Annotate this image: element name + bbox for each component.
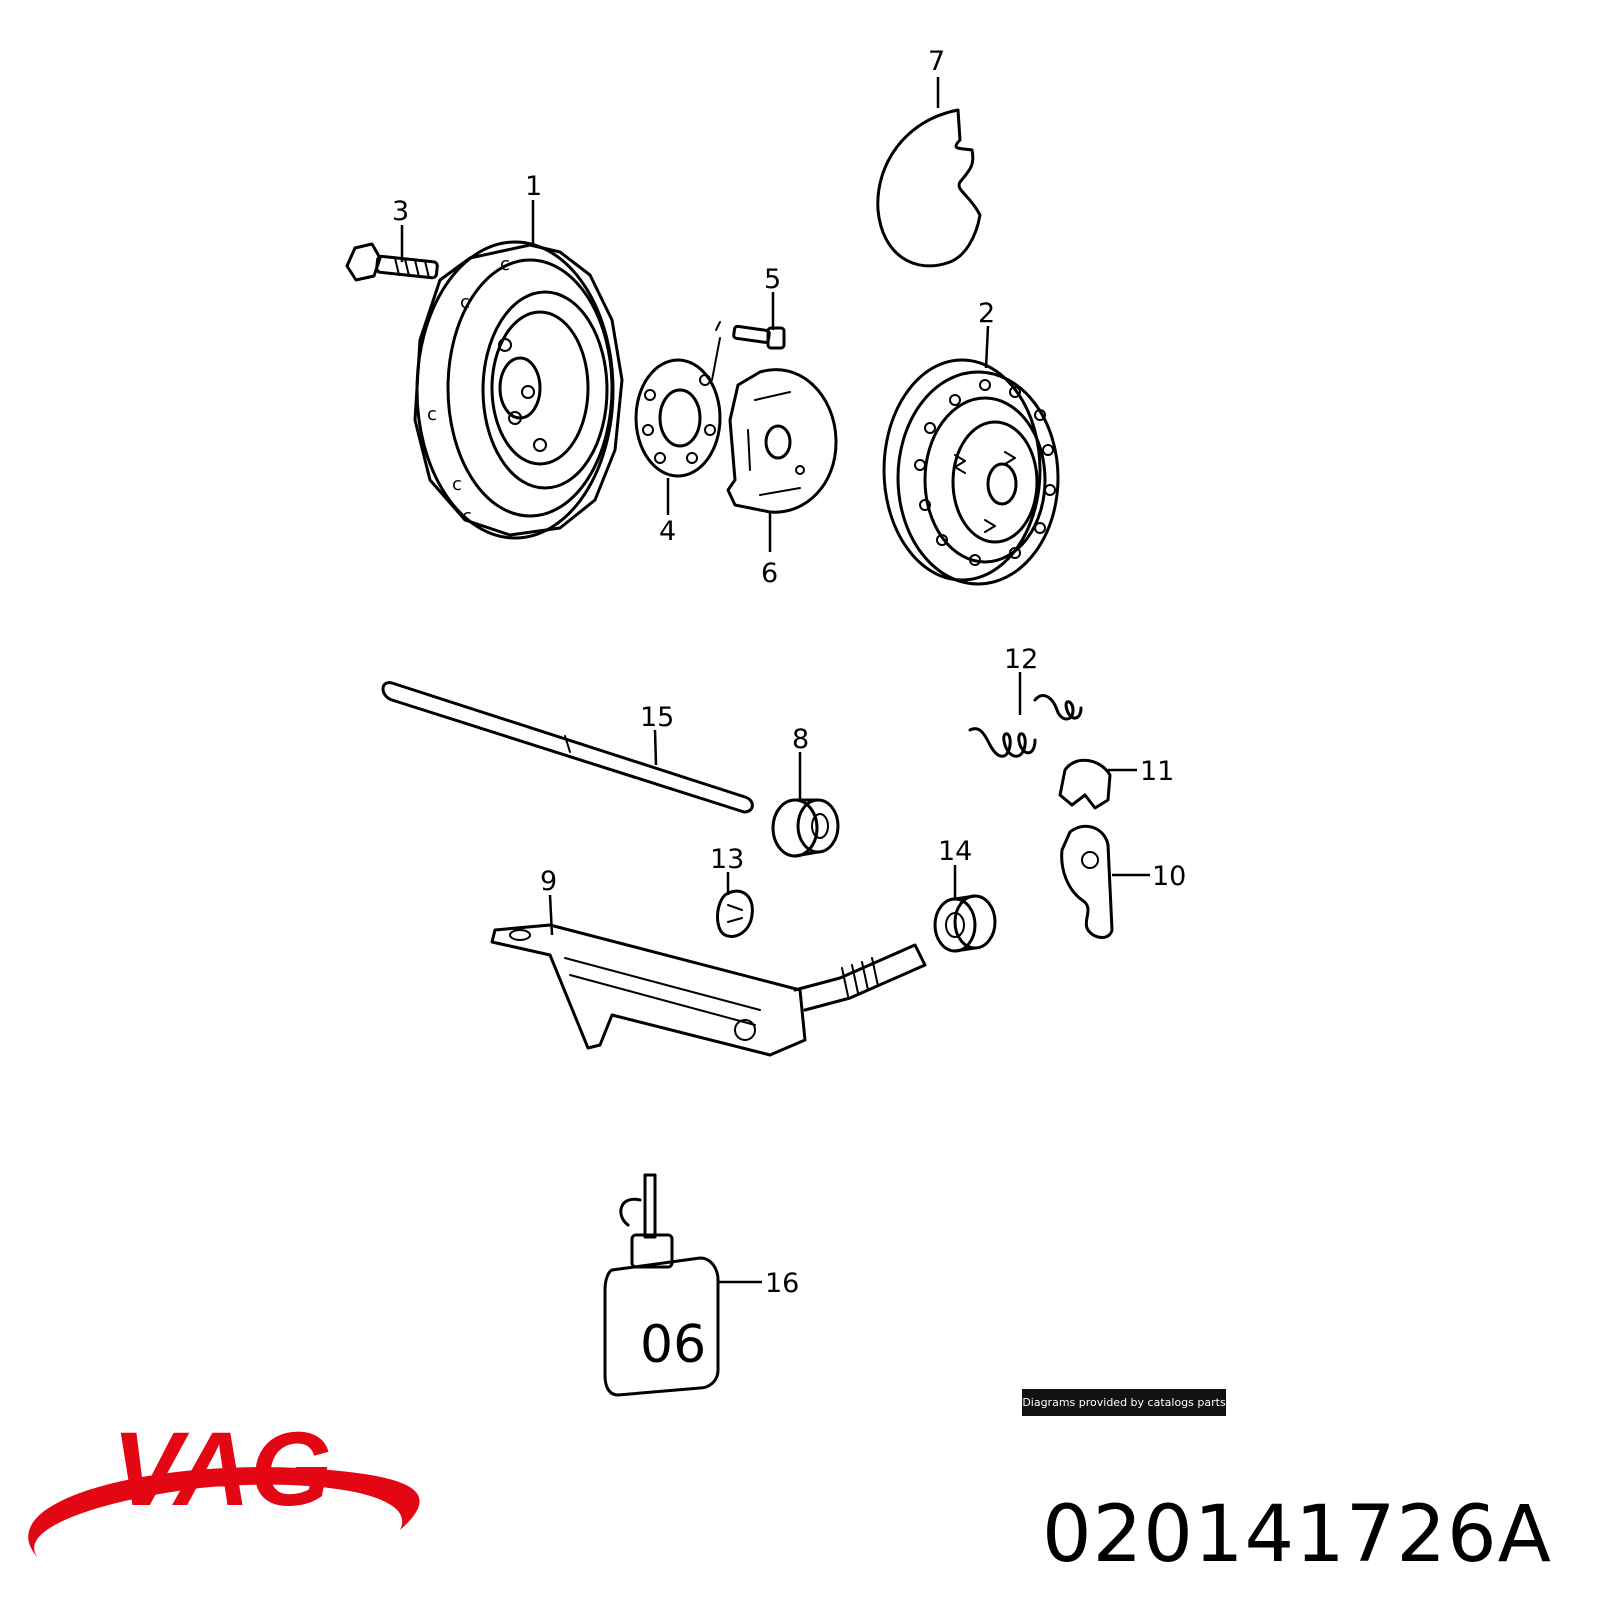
callout-5: 5 — [764, 264, 781, 295]
callout-3: 3 — [392, 196, 409, 227]
callout-14: 14 — [938, 836, 972, 867]
callout-10: 10 — [1152, 861, 1186, 892]
callout-4: 4 — [659, 516, 676, 547]
callout-11: 11 — [1140, 756, 1174, 787]
part-number: 020141726A — [1042, 1490, 1552, 1580]
svg-text:c: c — [462, 506, 472, 527]
callout-9: 9 — [540, 866, 557, 897]
diagram-credit-banner: Diagrams provided by catalogs parts — [1022, 1389, 1226, 1416]
callout-15: 15 — [640, 702, 674, 733]
part-2-clutch-disc — [882, 358, 1060, 586]
leader-lines — [400, 77, 1150, 1284]
part-6-plate — [726, 368, 838, 514]
part-1-pressure-plate: c c c c c — [413, 240, 624, 540]
part-3-bolt — [345, 242, 439, 282]
svg-text:c: c — [452, 474, 462, 495]
part-10-lever — [1060, 824, 1114, 939]
callout-1: 1 — [525, 171, 542, 202]
part-14-bearing — [933, 894, 997, 953]
callout-8: 8 — [792, 724, 809, 755]
callout-13: 13 — [710, 844, 744, 875]
callout-12: 12 — [1004, 644, 1038, 675]
part-5-bolt — [711, 321, 786, 381]
callout-7: 7 — [928, 46, 945, 77]
svg-text:c: c — [460, 292, 470, 313]
part-16-oil-bottle: 06 — [603, 1173, 720, 1397]
bottle-marking: 06 — [640, 1315, 706, 1375]
part-13-clip — [716, 889, 754, 938]
logo-swoosh — [28, 1467, 420, 1560]
part-7-circlip — [876, 108, 982, 268]
callout-16: 16 — [765, 1268, 799, 1299]
vag-logo: VAG — [28, 1411, 420, 1560]
callout-2: 2 — [978, 298, 995, 329]
part-9-release-lever — [490, 923, 927, 1057]
logo-text: VAG — [112, 1411, 332, 1528]
part-15-push-rod — [381, 681, 754, 814]
callout-6: 6 — [761, 558, 778, 589]
part-4-shim — [634, 358, 722, 478]
part-12-springs — [968, 694, 1083, 758]
callout-labels: 7 1 3 5 2 4 6 12 15 8 11 14 13 10 9 16 — [392, 46, 1186, 1299]
part-11-clip — [1058, 759, 1112, 810]
svg-text:c: c — [500, 254, 510, 275]
svg-text:c: c — [427, 404, 437, 425]
part-8-bushing — [771, 798, 840, 858]
